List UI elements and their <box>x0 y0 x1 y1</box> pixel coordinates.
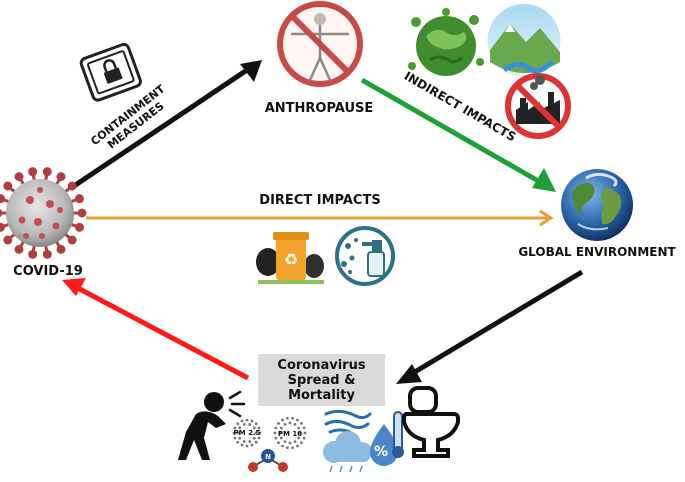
spread-box-line1: Coronavirus <box>277 357 366 373</box>
indirect-impacts-label: INDIRECT IMPACTS <box>402 69 519 144</box>
rain-cloud-icon <box>323 431 372 473</box>
globe-icon <box>561 169 633 241</box>
covid-virus-icon <box>0 167 87 259</box>
disinfectant-spray-icon <box>335 226 395 286</box>
spread-box-line2: Spread & <box>287 372 356 388</box>
spread-box-line3: Mortality <box>288 387 355 403</box>
lockdown-device-icon <box>79 42 142 102</box>
no2-molecule-icon: N <box>248 449 288 472</box>
no2-label: N <box>265 453 271 461</box>
anthropause-label: ANTHROPAUSE <box>265 101 374 116</box>
landscape-icon <box>487 3 561 77</box>
green-earth-icon <box>408 8 484 76</box>
coughing-person-icon <box>178 390 246 460</box>
humidity-label: % <box>374 444 388 460</box>
coronavirus-spread-box: Coronavirus Spread & Mortality <box>258 354 385 406</box>
direct-impacts-label: DIRECT IMPACTS <box>259 193 380 208</box>
global-environment-label: GLOBAL ENVIRONMENT <box>518 245 676 259</box>
no-human-icon <box>277 1 363 87</box>
pm25-icon: PM 2.5 <box>232 418 262 448</box>
toilet-icon <box>401 386 460 458</box>
pm10-icon: PM 10 <box>273 416 307 450</box>
no-factory-icon <box>505 73 571 139</box>
direct-impacts-arrow <box>86 209 554 227</box>
covid-label: COVID-19 <box>13 264 83 279</box>
humidity-icon: % <box>370 411 404 466</box>
pm10-label: PM 10 <box>278 430 302 438</box>
waste-bin-icon: ♻ <box>256 232 324 284</box>
return-arrow <box>62 278 250 381</box>
pm25-label: PM 2.5 <box>234 429 261 437</box>
spread-arrow <box>396 269 584 384</box>
containment-arrow <box>72 60 262 189</box>
svg-text:♻: ♻ <box>284 250 298 269</box>
indirect-impacts-arrow <box>360 77 556 192</box>
wind-icon <box>324 409 372 434</box>
